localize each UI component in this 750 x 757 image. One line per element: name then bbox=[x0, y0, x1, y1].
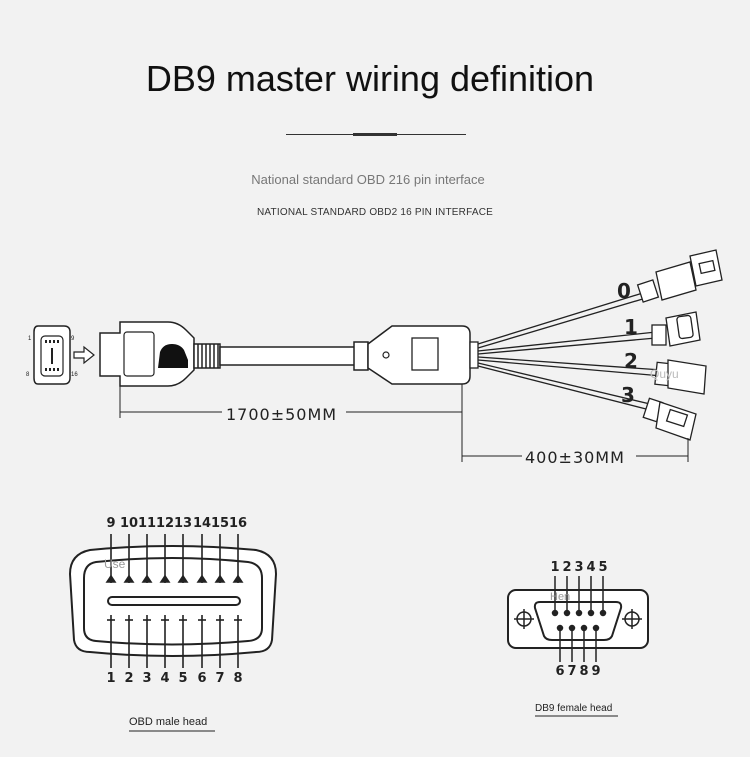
obd-pin-7: 7 bbox=[215, 671, 224, 686]
obd-pin-9: 9 bbox=[106, 516, 115, 531]
db9-top-pin-marker bbox=[599, 609, 607, 617]
icon-pin-1: 1 bbox=[28, 336, 32, 342]
db9-pin-6: 6 bbox=[555, 664, 564, 679]
splitter-body bbox=[367, 325, 479, 385]
obd-bottom-pin-labels: 1 2 3 4 5 6 7 8 bbox=[106, 671, 242, 686]
db9-top-pin-marker bbox=[563, 609, 571, 617]
subtitle: National standard OBD 216 pin interface bbox=[251, 172, 485, 187]
obd-port-icon: 1 9 8 16 bbox=[26, 325, 78, 385]
obd-pin-16: 16 bbox=[229, 516, 247, 531]
watermark-use: Use bbox=[104, 557, 126, 571]
obd-pin-13: 13 bbox=[174, 516, 192, 531]
db9-caption: DB9 female head bbox=[535, 703, 612, 714]
db9-bottom-pin-marker bbox=[556, 624, 564, 632]
arrow-right-icon bbox=[73, 345, 95, 365]
db9-bottom-pin-marker bbox=[568, 624, 576, 632]
branch-number-3: 3 bbox=[621, 383, 635, 407]
screw-icon-left bbox=[514, 609, 534, 629]
db9-bottom-pin-labels: 6 7 8 9 bbox=[555, 664, 600, 679]
obd-top-pin-marker bbox=[196, 574, 208, 583]
db9-bottom-pin-marker bbox=[580, 624, 588, 632]
obd-top-pin-marker bbox=[232, 574, 244, 583]
obd-pin-8: 8 bbox=[233, 671, 242, 686]
obd-pin-15: 15 bbox=[211, 516, 229, 531]
title-divider-accent bbox=[353, 133, 397, 136]
db9-top-pin-marker bbox=[551, 609, 559, 617]
db9-pin-2: 2 bbox=[562, 560, 571, 575]
db9-bottom-pin-marker bbox=[592, 624, 600, 632]
obd-top-pin-marker bbox=[123, 574, 135, 583]
db9-connector-2 bbox=[654, 359, 707, 395]
obd-pin-1: 1 bbox=[106, 671, 115, 686]
obd-top-pin-marker bbox=[141, 574, 153, 583]
branch-cables bbox=[477, 291, 663, 411]
db9-pin-9: 9 bbox=[591, 664, 600, 679]
db9-pin-8: 8 bbox=[579, 664, 588, 679]
obd-pin-10: 10 bbox=[120, 516, 138, 531]
db9-top-pin-labels: 1 2 3 4 5 bbox=[550, 560, 607, 575]
db9-pin-5: 5 bbox=[598, 560, 607, 575]
subtitle-caps: NATIONAL STANDARD OBD2 16 PIN INTERFACE bbox=[257, 207, 493, 218]
page-title: DB9 master wiring definition bbox=[145, 58, 595, 99]
main-cable bbox=[219, 346, 357, 366]
obd-top-pin-marker bbox=[105, 574, 117, 583]
obd-pin-2: 2 bbox=[124, 671, 133, 686]
watermark-quyu: Quyu bbox=[650, 367, 679, 381]
obd-pin-5: 5 bbox=[178, 671, 187, 686]
icon-pin-16: 16 bbox=[71, 372, 78, 378]
obd-top-pin-marker bbox=[177, 574, 189, 583]
obd-pin-11: 11 bbox=[138, 516, 156, 531]
main-length-label: 1700±50MM bbox=[226, 405, 337, 424]
db9-pin-3: 3 bbox=[574, 560, 583, 575]
obd-pin-12: 12 bbox=[156, 516, 174, 531]
branch-number-2: 2 bbox=[624, 349, 638, 373]
screw-icon-right bbox=[622, 609, 642, 629]
obd-caption: OBD male head bbox=[129, 716, 207, 728]
obd-top-pin-marker bbox=[159, 574, 171, 583]
db9-connector-1 bbox=[651, 311, 701, 347]
icon-pin-8: 8 bbox=[26, 372, 30, 378]
icon-pin-9: 9 bbox=[71, 336, 75, 342]
obd-top-pin-marker bbox=[214, 574, 226, 583]
db9-top-pin-marker bbox=[587, 609, 595, 617]
db9-pin-4: 4 bbox=[586, 560, 595, 575]
branch-length-label: 400±30MM bbox=[525, 448, 625, 467]
obd-plug bbox=[99, 321, 221, 387]
branch-number-0: 0 bbox=[617, 279, 631, 303]
dimension-main bbox=[119, 384, 689, 462]
obd-pin-14: 14 bbox=[193, 516, 211, 531]
db9-pin-7: 7 bbox=[567, 664, 576, 679]
db9-connector-0 bbox=[636, 249, 723, 303]
obd-male-head: Use bbox=[68, 534, 278, 668]
obd-pin-3: 3 bbox=[142, 671, 151, 686]
db9-top-pin-marker bbox=[575, 609, 583, 617]
obd-pin-6: 6 bbox=[197, 671, 206, 686]
obd-pin-4: 4 bbox=[160, 671, 169, 686]
watermark-hen: Hen bbox=[550, 591, 570, 603]
db9-connector-3 bbox=[642, 397, 697, 441]
db9-pin-1: 1 bbox=[550, 560, 559, 575]
branch-number-1: 1 bbox=[624, 315, 638, 339]
db9-female-head: Hen bbox=[507, 576, 649, 662]
obd-top-pin-labels: 9 10 11 12 13 14 15 16 bbox=[106, 516, 247, 531]
